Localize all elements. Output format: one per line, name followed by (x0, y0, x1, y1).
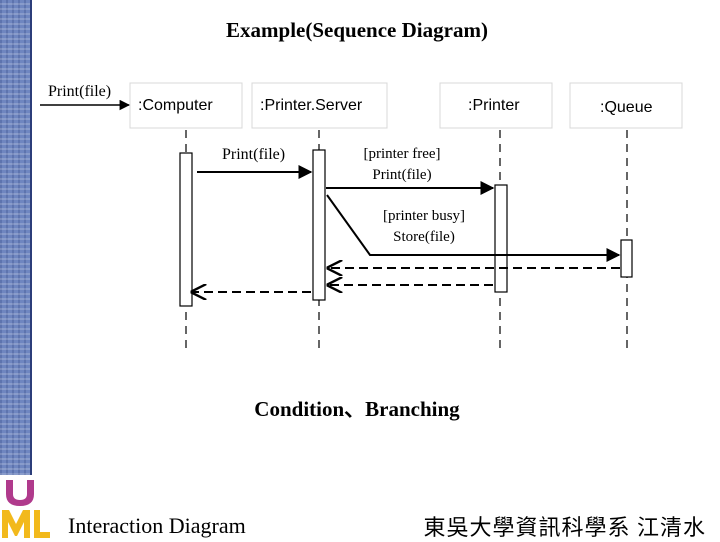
object-label-printer-server: :Printer.Server (260, 97, 363, 114)
object-box-printer (439, 82, 553, 129)
activation-printer (494, 184, 508, 293)
diagram-caption: Condition、Branching (254, 397, 460, 421)
message-arrow-printer-busy (326, 194, 621, 262)
slide-title: Example(Sequence Diagram) (226, 18, 488, 42)
object-label-queue: :Queue (600, 99, 653, 116)
object-box-queue (569, 82, 683, 129)
message-label-printer-free: Print(file) (372, 167, 432, 183)
object-label-computer: :Computer (138, 97, 213, 114)
object-label-printer: :Printer (468, 97, 520, 114)
footer-author: 東吳大學資訊科學系 江清水 (423, 515, 706, 540)
footer-title: Interaction Diagram (68, 513, 246, 538)
branch-label-printer-busy: [printer busy] Store(file) (372, 206, 476, 248)
activation-computer (179, 152, 193, 307)
message-label-print: Print(file) (222, 146, 286, 163)
decorative-sidebar (0, 0, 32, 475)
object-box-printer-server (251, 82, 388, 129)
guard-printer-busy: [printer busy] (382, 208, 466, 224)
uml-logo (2, 480, 50, 538)
guard-printer-free: [printer free] (363, 146, 441, 162)
branch-label-printer-free: [printer free] Print(file) (352, 144, 452, 186)
message-label-store: Store(file) (393, 229, 455, 245)
activation-printer-server (312, 149, 326, 301)
activation-queue (620, 239, 633, 278)
message-label-incoming: Print(file) (48, 83, 112, 100)
